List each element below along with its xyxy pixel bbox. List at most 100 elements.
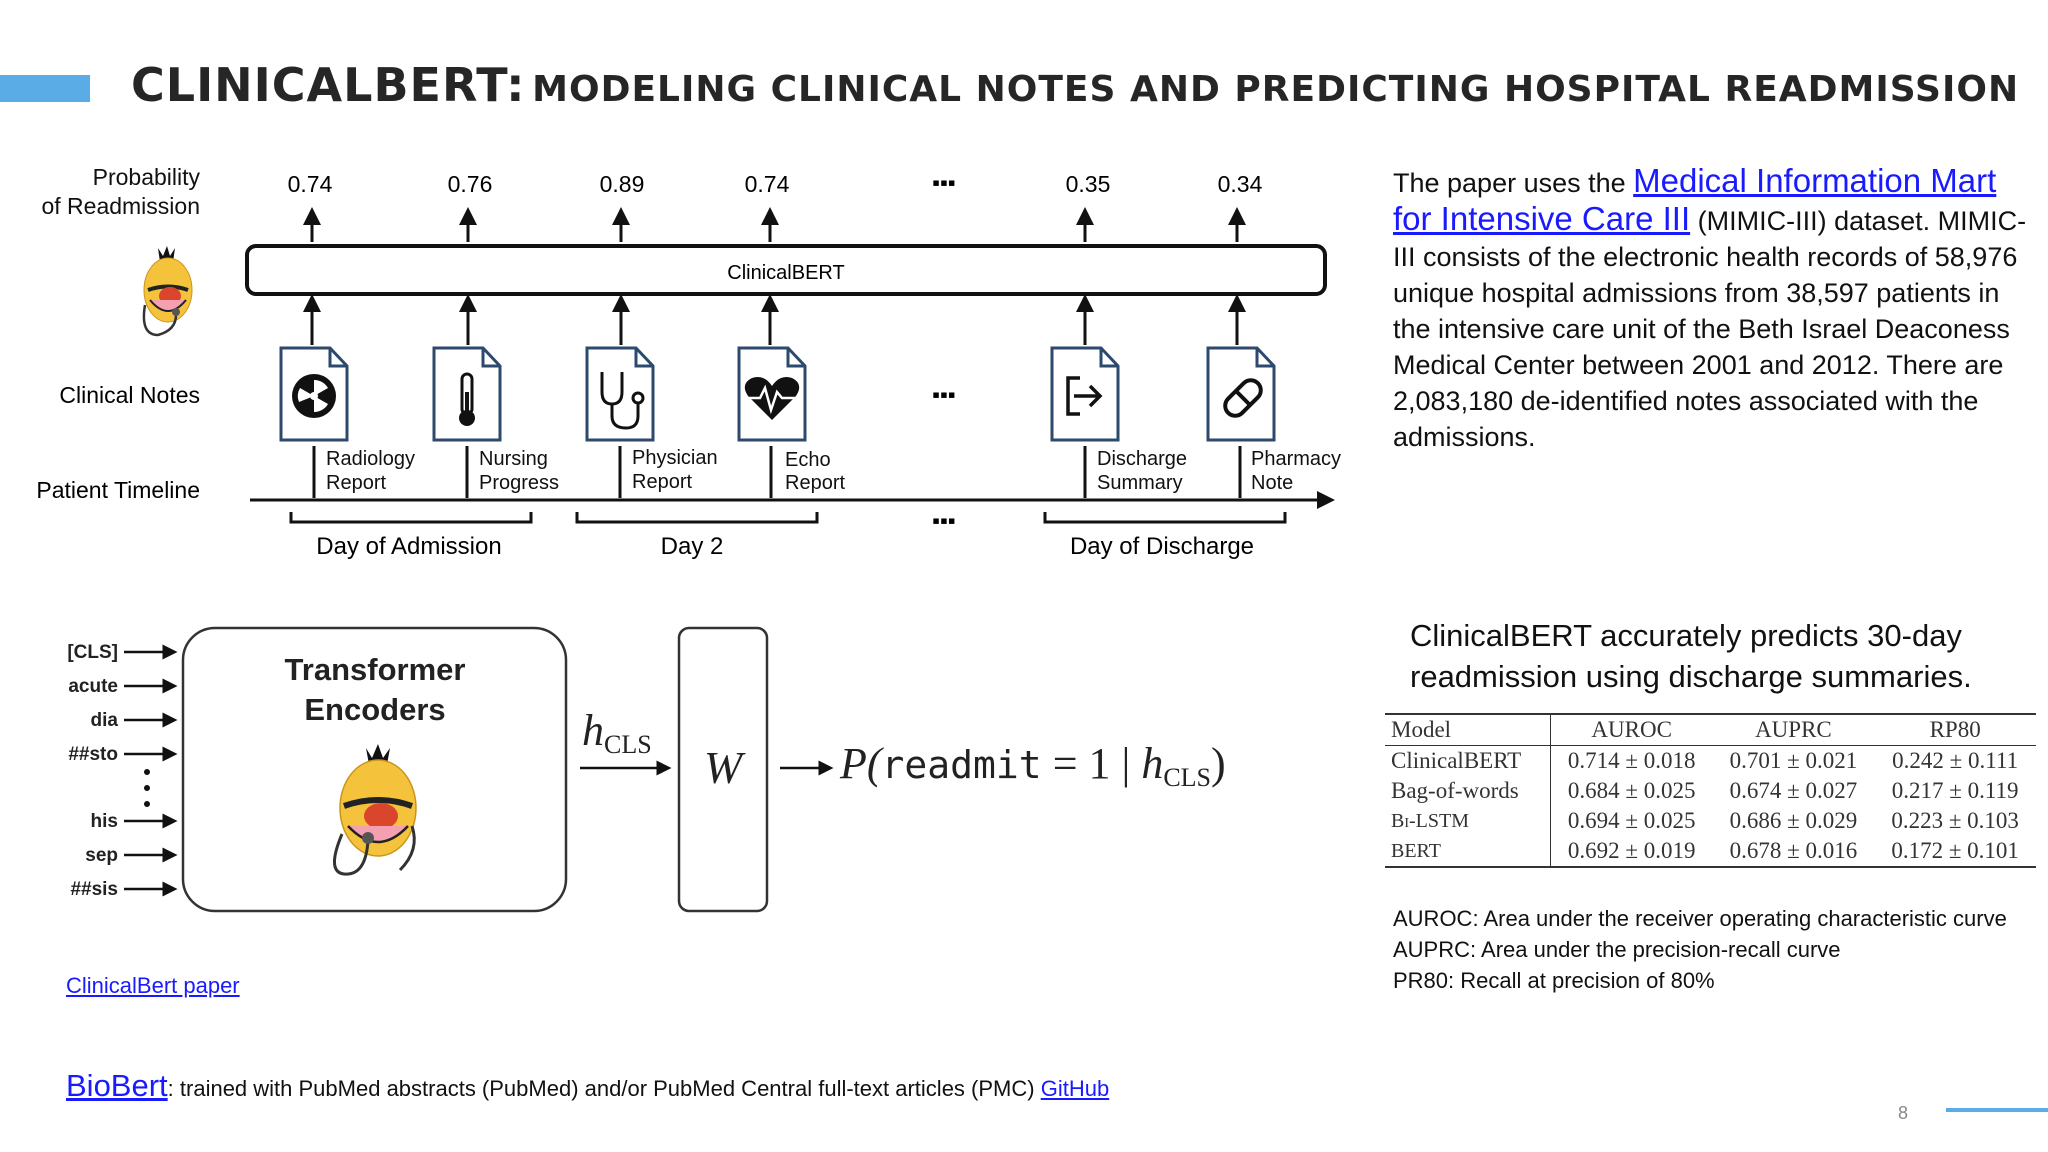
value-cell: 0.692 ± 0.019 xyxy=(1550,836,1713,868)
note-label-line2: Report xyxy=(326,472,386,494)
dataset-description: The paper uses the Medical Information M… xyxy=(1393,162,2027,453)
note-label-line2: Report xyxy=(785,472,845,494)
weight-block xyxy=(677,626,769,913)
header-cell: RP80 xyxy=(1874,713,2036,746)
clinicalbert-label: ClinicalBERT xyxy=(727,262,844,284)
table-row: BERT 0.692 ± 0.019 0.678 ± 0.016 0.172 ±… xyxy=(1385,836,2036,868)
input-token: ##sis xyxy=(70,879,118,900)
note-ticks xyxy=(312,446,1242,498)
thermometer-icon xyxy=(459,372,475,426)
results-table: Model AUROC AUPRC RP80 ClinicalBERT 0.71… xyxy=(1385,713,2036,868)
clinical-notes-label: Clinical Notes xyxy=(59,382,200,408)
table-row: Bi-LSTM 0.694 ± 0.025 0.686 ± 0.029 0.22… xyxy=(1385,806,2036,836)
prob-label-1: Probability xyxy=(93,164,201,190)
slide-title: CLINICALBERT: MODELING CLINICAL NOTES AN… xyxy=(131,58,2031,112)
header-cell: Model xyxy=(1385,713,1551,746)
model-cell: ClinicalBERT xyxy=(1385,745,1551,776)
input-token: ##sto xyxy=(68,744,118,765)
day-label: Day of Admission xyxy=(316,533,501,560)
model-cell: Bi-LSTM xyxy=(1385,806,1551,836)
definition-line: PR80: Recall at precision of 80% xyxy=(1393,968,1715,993)
document-nursing xyxy=(432,346,502,442)
value-cell: 0.686 ± 0.029 xyxy=(1729,808,1858,833)
title-sub: MODELING CLINICAL NOTES AND PREDICTING H… xyxy=(532,69,2020,110)
vertical-ellipsis xyxy=(144,769,150,807)
input-token: sep xyxy=(85,845,118,866)
ellipsis-bottom: ▪▪▪ xyxy=(932,508,955,533)
value-cell: 0.674 ± 0.027 xyxy=(1729,778,1858,803)
biobert-note: BioBert: trained with PubMed abstracts (… xyxy=(66,1068,1110,1103)
value-cell: 0.694 ± 0.025 xyxy=(1567,808,1696,833)
page-number: 8 xyxy=(1898,1103,1909,1123)
architecture-diagram: [CLS] acute dia ##sto his sep ##sis Tran… xyxy=(67,626,1226,913)
note-label-line1: Physician xyxy=(632,447,718,469)
clinicalbert-block xyxy=(245,244,1327,296)
value-cell: 0.684 ± 0.025 xyxy=(1567,778,1696,803)
day-label: Day 2 xyxy=(661,533,724,560)
document-physician xyxy=(585,346,655,442)
token-arrows xyxy=(124,644,178,897)
mascot-large-icon xyxy=(333,744,417,876)
heartbeat-icon xyxy=(744,377,800,420)
probability-value: 0.35 xyxy=(1066,171,1111,197)
mascot-icon xyxy=(142,246,193,337)
note-label-line2: Note xyxy=(1251,472,1293,494)
output-arrows xyxy=(303,207,1246,242)
results-claim: ClinicalBERT accurately predicts 30-day … xyxy=(1410,618,1972,694)
h-cls-label: hCLS xyxy=(582,706,652,759)
day-label: Day of Discharge xyxy=(1070,533,1254,560)
github-link[interactable]: GitHub xyxy=(1040,1076,1110,1101)
weight-label: W xyxy=(704,742,746,793)
input-token: [CLS] xyxy=(67,642,118,663)
title-accent-bar xyxy=(0,75,90,102)
input-arrows xyxy=(303,294,1246,345)
value-cell: 0.172 ± 0.101 xyxy=(1874,836,2036,868)
probability-value: 0.34 xyxy=(1218,171,1263,197)
value-cell: 0.242 ± 0.111 xyxy=(1892,748,2019,773)
value-cell: 0.217 ± 0.119 xyxy=(1891,778,2019,803)
day-brackets xyxy=(289,512,1287,524)
note-label-line1: Echo xyxy=(785,449,831,471)
clinicalbert-paper-link[interactable]: ClinicalBert paper xyxy=(66,973,240,998)
note-label-line1: Nursing xyxy=(479,448,548,470)
value-cell: 0.701 ± 0.021 xyxy=(1729,748,1858,773)
output-formula: P(readmit = 1 | hCLS) xyxy=(839,739,1226,792)
header-cell: AUPRC xyxy=(1712,713,1875,746)
definition-line: AUROC: Area under the receiver operating… xyxy=(1393,906,2007,931)
probability-value: 0.74 xyxy=(745,171,790,197)
radiation-icon xyxy=(292,374,336,418)
note-label-line1: Discharge xyxy=(1097,448,1187,470)
note-label-line1: Radiology xyxy=(326,448,415,470)
note-label-line2: Report xyxy=(632,471,692,493)
model-cell: Bag-of-words xyxy=(1385,776,1551,806)
prob-label-2: of Readmission xyxy=(41,193,200,219)
table-row: ClinicalBERT 0.714 ± 0.018 0.701 ± 0.021… xyxy=(1385,745,2036,776)
table-header-row: Model AUROC AUPRC RP80 xyxy=(1385,713,2036,746)
note-label-line2: Progress xyxy=(479,472,559,494)
biobert-link[interactable]: BioBert xyxy=(66,1068,168,1103)
document-discharge xyxy=(1050,346,1120,442)
document-pharmacy xyxy=(1206,346,1276,442)
value-cell: 0.714 ± 0.018 xyxy=(1567,748,1696,773)
table-row: Bag-of-words 0.684 ± 0.025 0.674 ± 0.027… xyxy=(1385,776,2036,806)
metric-definitions: AUROC: Area under the receiver operating… xyxy=(1393,903,2007,996)
input-token: acute xyxy=(68,676,118,697)
mimic-link[interactable]: Medical Information Mart for Intensive C… xyxy=(1393,162,1997,237)
note-label-line2: Summary xyxy=(1097,472,1183,494)
timeline-diagram: Probability of Readmission 0.74 0.76 0.8… xyxy=(36,164,1341,560)
header-cell: AUROC xyxy=(1550,713,1713,746)
input-token: dia xyxy=(91,710,119,731)
value-cell: 0.678 ± 0.016 xyxy=(1712,836,1875,868)
model-cell: BERT xyxy=(1385,836,1551,868)
ellipsis-middle: ▪▪▪ xyxy=(932,382,955,407)
probability-value: 0.89 xyxy=(600,171,645,197)
footer-accent-line xyxy=(1946,1108,2048,1112)
probability-value: 0.74 xyxy=(288,171,333,197)
stethoscope-icon xyxy=(600,372,645,430)
input-token: his xyxy=(91,811,118,832)
ellipsis-top: ▪▪▪ xyxy=(932,170,955,195)
pill-icon xyxy=(1223,378,1263,418)
document-radiology xyxy=(279,346,349,442)
title-main: CLINICALBERT: xyxy=(131,58,526,112)
